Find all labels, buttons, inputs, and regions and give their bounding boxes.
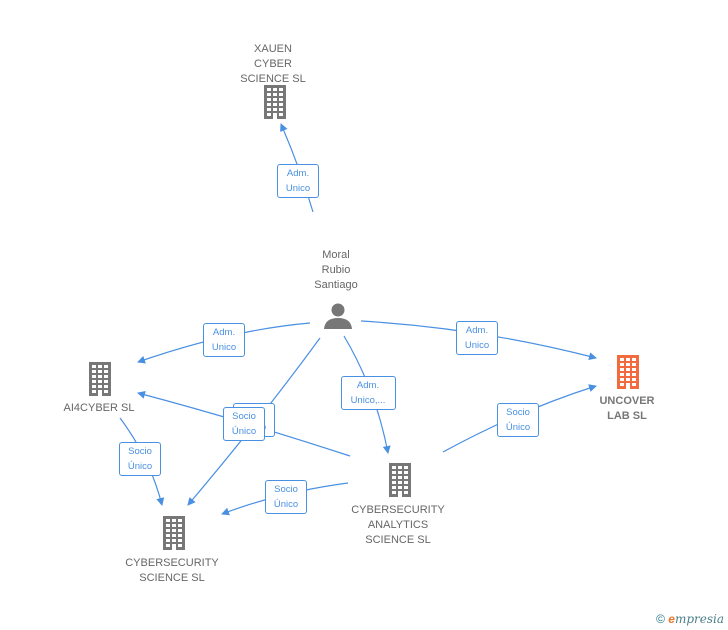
node-label-line: CYBERSECURITY bbox=[125, 557, 219, 569]
edge-label-line: Único bbox=[231, 426, 257, 437]
edge-label-line: Socio bbox=[128, 446, 152, 457]
node-label-line: CYBERSECURITY bbox=[351, 504, 445, 516]
edge-label-line: Socio bbox=[506, 407, 530, 418]
node-label-line: SCIENCE SL bbox=[365, 534, 431, 546]
node-label-line: CYBER bbox=[254, 58, 292, 70]
uncover-building-icon[interactable] bbox=[617, 355, 639, 389]
edge-label-moral-to-cyberanalytics[interactable]: Adm. Unico,... bbox=[340, 376, 396, 410]
node-label-line: AI4CYBER SL bbox=[63, 402, 135, 414]
moral-person-icon[interactable] bbox=[324, 303, 352, 330]
node-label-line: ANALYTICS bbox=[367, 519, 429, 531]
edge-label-line: Socio bbox=[274, 484, 298, 495]
cyberanalytics-node-label[interactable]: CYBERSECURITY ANALYTICS SCIENCE SL bbox=[338, 503, 458, 548]
footer-brand: © empresia bbox=[656, 612, 724, 626]
ai4cyber-node-label[interactable]: AI4CYBER SL bbox=[39, 401, 159, 416]
node-label-line: Moral bbox=[322, 249, 350, 261]
node-label-line: LAB SL bbox=[607, 410, 647, 422]
cyberscience-node-label[interactable]: CYBERSECURITY SCIENCE SL bbox=[112, 556, 232, 586]
brand-initial: e bbox=[668, 612, 675, 626]
edge-label-line: Único bbox=[505, 422, 531, 433]
edge-label-line: Único bbox=[273, 499, 299, 510]
xauen-node-label[interactable]: XAUEN CYBER SCIENCE SL bbox=[213, 42, 333, 87]
edge-label-moral-to-xauen[interactable]: Adm. Unico bbox=[277, 164, 319, 198]
edge-label-line: Adm. bbox=[286, 168, 310, 179]
uncover-node-label[interactable]: UNCOVER LAB SL bbox=[567, 394, 687, 424]
edge-label-line: Unico bbox=[211, 342, 237, 353]
ai4cyber-building-icon[interactable] bbox=[89, 362, 111, 396]
edge-label-line: Adm. bbox=[212, 327, 236, 338]
cyberscience-building-icon[interactable] bbox=[163, 516, 185, 550]
xauen-building-icon[interactable] bbox=[264, 85, 286, 119]
node-label-line: UNCOVER bbox=[599, 395, 655, 407]
edge-label-line: Adm. bbox=[465, 325, 489, 336]
node-label-line: Santiago bbox=[314, 279, 358, 291]
edge-label-moral-to-uncover[interactable]: Adm. Unico bbox=[456, 321, 498, 355]
edge-label-moral-to-ai4cyber[interactable]: Adm. Unico bbox=[203, 323, 245, 357]
node-label-line: SCIENCE SL bbox=[139, 572, 205, 584]
node-label-line: Rubio bbox=[321, 264, 351, 276]
edge-label-line: Unico bbox=[464, 340, 490, 351]
copyright-symbol: © bbox=[656, 612, 665, 626]
node-label-line: SCIENCE SL bbox=[240, 73, 306, 85]
node-label-line: XAUEN bbox=[254, 43, 292, 55]
edge-label-line: Unico bbox=[285, 183, 311, 194]
edge-label-line: Adm. bbox=[356, 380, 380, 391]
edge-label-line: Socio bbox=[232, 411, 256, 422]
cyberanalytics-building-icon[interactable] bbox=[389, 463, 411, 497]
edge-label-line: Unico,... bbox=[350, 395, 386, 406]
edge-label-line: Único bbox=[127, 461, 153, 472]
brand-name: mpresia bbox=[674, 612, 724, 626]
